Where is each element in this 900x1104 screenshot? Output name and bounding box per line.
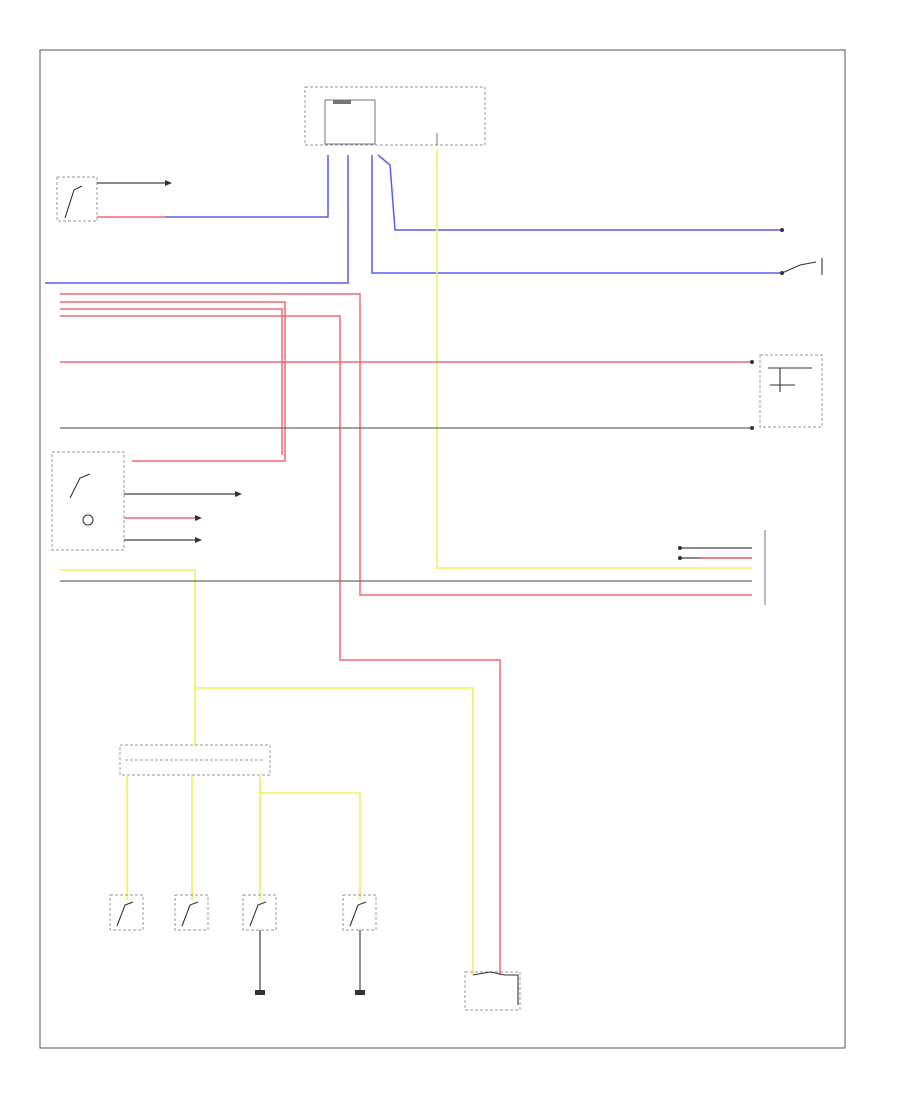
driver-door-switch-outline <box>109 894 144 931</box>
parking-brake-outline <box>51 451 125 551</box>
passenger-door-switch-contact-icon <box>781 261 817 274</box>
back-door-switch <box>464 971 521 1011</box>
left-front-door-switch <box>780 228 784 232</box>
diagram-frame <box>39 49 846 1049</box>
wire-blue-brake <box>165 155 329 218</box>
back-door-contact-icon <box>472 971 519 1005</box>
parking-brake-arrow-icon <box>235 491 242 497</box>
rear-door-switch-rh <box>242 894 277 995</box>
immobilizer-chip-mark <box>333 100 351 104</box>
fuel-sender <box>750 354 823 430</box>
rear-lh-contact-icon <box>349 901 367 927</box>
connector-arrow-icon <box>165 180 172 186</box>
fuel-terminal-1-icon <box>750 360 754 364</box>
wire-yellow-ignition <box>436 150 752 569</box>
rear-lh-switch-outline <box>342 894 377 931</box>
wire-blue-left-door <box>377 154 782 231</box>
brake-fluid-switch <box>56 176 172 222</box>
joint-connector <box>119 744 271 776</box>
meter-term-1-icon <box>678 546 682 550</box>
joint-connector-outline <box>119 744 271 776</box>
combination-meter <box>678 530 766 605</box>
brake-fluid-switch-contact-icon <box>64 185 83 219</box>
rear-rh-switch-outline <box>242 894 277 931</box>
parking-brake-lamp-icon <box>82 514 94 526</box>
fuel-sender-outline <box>759 354 823 428</box>
pass-door-contact-icon <box>181 901 199 927</box>
pass-door-switch-outline <box>174 894 209 931</box>
rear-rh-contact-icon <box>249 901 267 927</box>
wire-red-4 <box>60 315 501 975</box>
immobilizer-inner-block <box>324 99 376 145</box>
meter-term-2-icon <box>678 556 682 560</box>
immobilizer-unit <box>304 86 486 146</box>
passenger-door-switch <box>780 258 823 275</box>
immobilizer-unit-outline <box>304 86 486 146</box>
brake-fluid-switch-outline <box>56 176 98 222</box>
left-door-terminal-icon <box>780 228 784 232</box>
parking-brake-contact-icon <box>69 473 91 499</box>
wire-yellow-door-bus <box>60 569 196 688</box>
driver-door-switch <box>109 894 144 931</box>
wire-blue-left-bus <box>45 155 349 284</box>
passenger-door-switch-2 <box>174 894 209 931</box>
parking-brake-switch <box>51 451 242 551</box>
ground-icon-2 <box>355 990 365 995</box>
wire-red-1 <box>60 293 752 596</box>
wire-red-2 <box>60 301 286 462</box>
wire-yellow-back-door <box>195 687 474 975</box>
connector-arrow-icon-2 <box>195 515 202 521</box>
wire-red-3 <box>60 308 283 455</box>
back-door-switch-outline <box>464 971 521 1011</box>
driver-door-contact-icon <box>116 901 134 927</box>
rear-door-switch-lh <box>342 894 377 995</box>
connector-arrow-icon-3 <box>195 537 202 543</box>
ground-icon <box>255 990 265 995</box>
fuel-terminal-2-icon <box>750 426 754 430</box>
wire-blue-passenger-door <box>371 155 782 274</box>
wire-yellow-rear-lh <box>260 792 361 900</box>
